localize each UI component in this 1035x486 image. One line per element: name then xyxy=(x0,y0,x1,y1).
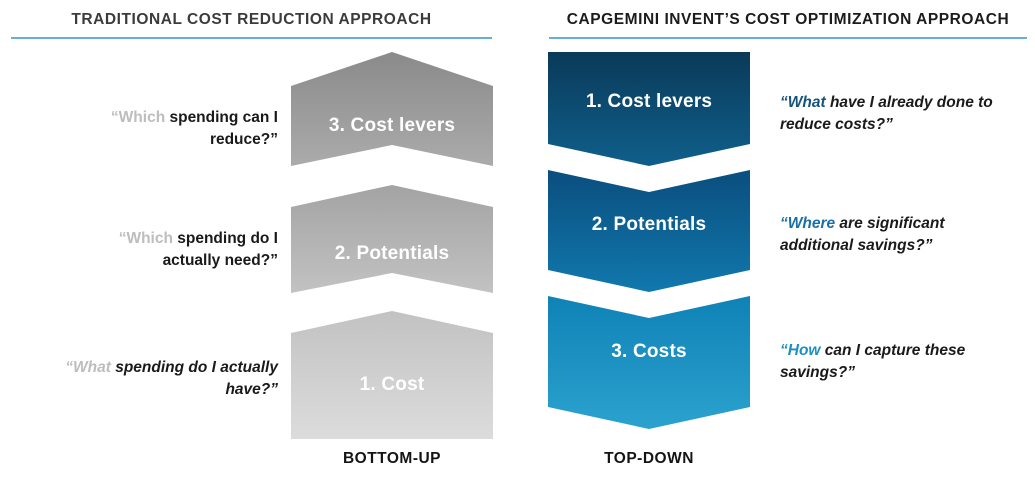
panel-title-right: CAPGEMINI INVENT’S COST OPTIMIZATION APP… xyxy=(566,11,1010,28)
arrow-segment-potentials[interactable]: 2. Potentials xyxy=(548,170,750,292)
quote-rest: have I already done to reduce costs?” xyxy=(780,94,993,133)
chevron-down-icon xyxy=(548,52,750,166)
chevron-up-icon xyxy=(291,311,493,439)
quote-left-1: “Which spending can I reduce?” xyxy=(58,107,278,151)
caption-top-down: TOP-DOWN xyxy=(604,450,694,467)
arrow-segment-cost[interactable]: 1. Cost xyxy=(291,311,493,439)
quote-highlight: “How xyxy=(780,342,821,359)
arrow-stack-bottom-up: 3. Cost levers 2. Potentials 1. Cost xyxy=(291,52,493,439)
arrow-segment-potentials[interactable]: 2. Potentials xyxy=(291,185,493,307)
quote-highlight: “Where xyxy=(780,215,836,232)
quote-right-1: “What have I already done to reduce cost… xyxy=(780,92,1010,136)
arrow-stack-top-down: 1. Cost levers 2. Potentials 3. Costs xyxy=(548,52,750,429)
panel-header-right: CAPGEMINI INVENT’S COST OPTIMIZATION APP… xyxy=(549,10,1027,39)
chevron-down-icon xyxy=(548,296,750,429)
header-divider-right xyxy=(549,37,1027,39)
quote-right-2: “Where are significant additional saving… xyxy=(780,213,1010,257)
chevron-down-icon xyxy=(548,170,750,292)
panel-title-left: TRADITIONAL COST REDUCTION APPROACH xyxy=(71,11,432,28)
quote-highlight: “What xyxy=(780,94,826,111)
quote-highlight: “Which xyxy=(118,230,173,247)
arrow-segment-cost-levers[interactable]: 3. Cost levers xyxy=(291,52,493,181)
quote-rest: are significant additional savings?” xyxy=(780,215,945,254)
quote-right-3: “How can I capture these savings?” xyxy=(780,340,1010,384)
quote-rest: spending do I actually need?” xyxy=(162,230,278,269)
quote-rest: can I capture these savings?” xyxy=(780,342,966,381)
header-divider-left xyxy=(11,37,492,39)
quote-rest: spending can I reduce?” xyxy=(165,109,278,148)
chevron-up-icon xyxy=(291,185,493,293)
quote-left-2: “Which spending do I actually need?” xyxy=(58,228,278,272)
panel-header-left: TRADITIONAL COST REDUCTION APPROACH xyxy=(11,10,492,39)
chevron-up-icon xyxy=(291,52,493,166)
arrow-segment-costs[interactable]: 3. Costs xyxy=(548,296,750,429)
quote-highlight: “Which xyxy=(110,109,166,126)
quote-rest: spending do I actually have?” xyxy=(110,359,278,398)
quote-highlight: “What xyxy=(65,359,111,376)
quote-left-3: “What spending do I actually have?” xyxy=(58,357,278,401)
caption-bottom-up: BOTTOM-UP xyxy=(342,450,442,467)
arrow-segment-cost-levers[interactable]: 1. Cost levers xyxy=(548,52,750,166)
